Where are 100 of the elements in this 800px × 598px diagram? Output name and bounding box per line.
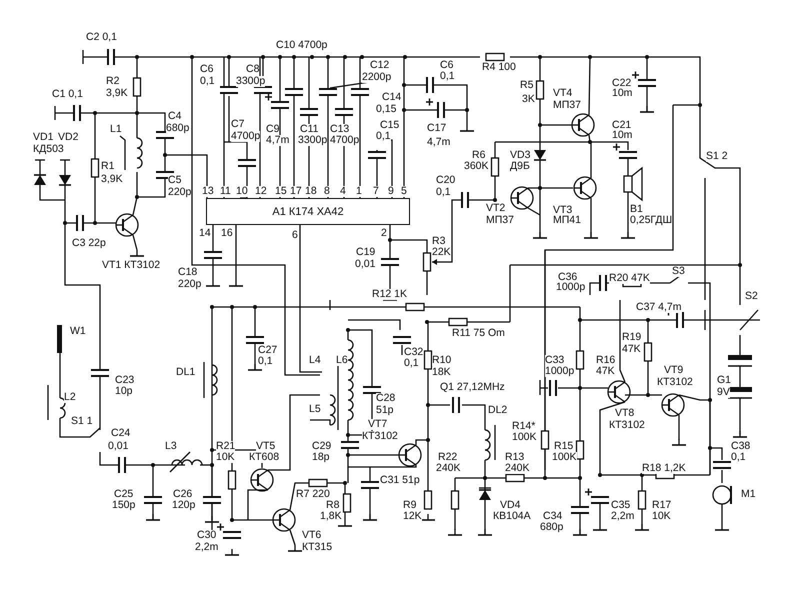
- component-label: R2: [106, 76, 120, 87]
- component-label: R7 220: [296, 489, 330, 500]
- component-label: C27: [258, 345, 278, 356]
- component-label: VD4: [500, 500, 520, 511]
- component-label: 9V: [717, 387, 730, 398]
- pin-number: 10: [236, 186, 248, 197]
- component-label: R15: [554, 441, 574, 452]
- component-label: R17: [652, 500, 672, 511]
- component-label: C36: [558, 272, 578, 283]
- component-label: C35: [611, 500, 630, 511]
- component-label: 10K: [652, 511, 671, 522]
- component-label: 3,9K: [106, 88, 128, 99]
- component-label: C8: [246, 64, 260, 75]
- component-label: VT7: [368, 419, 388, 430]
- component-label: 22K: [432, 247, 451, 258]
- component-label: VT8: [615, 408, 634, 419]
- pin-number: 14: [199, 228, 211, 239]
- component-label: C5: [168, 175, 182, 186]
- component-label: L3: [165, 441, 177, 452]
- component-label: 2200p: [362, 72, 392, 83]
- component-label: C19: [356, 247, 376, 258]
- component-label: C4: [168, 111, 182, 122]
- component-label: 2,2m: [195, 542, 218, 553]
- component-label: C10 4700p: [276, 40, 328, 51]
- component-label: 10m: [612, 130, 632, 141]
- component-label: R8: [326, 500, 340, 511]
- component-label: L2: [64, 392, 76, 403]
- component-label: 12K: [403, 511, 422, 522]
- component-label: 2,2m: [611, 511, 634, 522]
- component-label: R11 75 Om: [452, 328, 505, 339]
- pin-number: 13: [202, 186, 214, 197]
- component-label: L4: [309, 355, 321, 366]
- pin-number: 15: [275, 186, 287, 197]
- component-label: S1 2: [706, 151, 728, 162]
- component-label: C26: [173, 489, 192, 500]
- component-label: M1: [741, 489, 756, 500]
- component-label: R12 1K: [372, 289, 408, 300]
- component-label: 3300p: [236, 76, 266, 87]
- integrated-circuit-box: A1 К174 ХА42: [206, 198, 410, 225]
- component-label: КТ3102: [362, 431, 398, 442]
- component-label: C9: [266, 124, 280, 135]
- component-label: C14: [382, 92, 402, 103]
- component-label: R6: [472, 150, 486, 161]
- component-label: 47K: [596, 366, 615, 377]
- component-label: VT9: [664, 365, 684, 376]
- component-label: C23: [115, 375, 134, 386]
- component-label: 100K: [552, 452, 577, 463]
- component-label: C33: [545, 355, 564, 366]
- component-label: 0,15: [376, 104, 396, 115]
- component-label: 10m: [612, 88, 632, 99]
- component-label: 18K: [432, 367, 451, 378]
- component-label: R22: [438, 452, 458, 463]
- component-label: 47K: [622, 344, 641, 355]
- component-label: 680p: [540, 522, 564, 533]
- component-label: L5: [309, 404, 321, 415]
- component-label: 0,1: [376, 131, 391, 142]
- component-label: S2: [745, 291, 758, 302]
- component-label: 3,9K: [101, 174, 123, 185]
- component-label: VT6: [302, 530, 322, 541]
- component-label: C24: [111, 428, 130, 439]
- component-label: VT1 КТ3102: [102, 260, 160, 271]
- component-label: МП37: [553, 100, 581, 111]
- pin-number: 11: [220, 186, 231, 197]
- component-label: КТ3102: [657, 377, 693, 388]
- component-label: C6: [440, 60, 454, 71]
- component-label: 120p: [172, 500, 196, 511]
- component-label: R20 47K: [609, 273, 650, 284]
- component-label: 10p: [115, 386, 133, 397]
- component-label: 240K: [505, 463, 530, 474]
- component-label: C15: [380, 120, 400, 131]
- component-label: 1,8K: [320, 511, 342, 522]
- component-label: C29: [312, 441, 332, 452]
- component-label: 18p: [312, 452, 330, 463]
- component-label: VD2: [58, 132, 78, 143]
- component-label: 4700p: [330, 135, 360, 146]
- component-label: C12: [370, 60, 390, 71]
- pin-number: 8: [324, 186, 330, 197]
- component-label: 0,1: [258, 356, 273, 367]
- component-label: R3: [432, 236, 446, 247]
- component-label: 1000p: [545, 366, 574, 377]
- component-label: R1: [101, 161, 114, 172]
- component-label: 0,1: [404, 358, 419, 369]
- pin-number: 5: [401, 186, 407, 197]
- pin-number: 12: [255, 186, 267, 197]
- component-label: 51p: [376, 405, 394, 416]
- component-label: Д9Б: [510, 161, 530, 172]
- component-label: L1: [110, 124, 122, 135]
- component-label: C38: [731, 441, 750, 452]
- component-label: C20: [436, 175, 456, 186]
- component-label: B1: [630, 204, 643, 215]
- pin-number: 16: [221, 228, 233, 239]
- component-label: R9: [403, 500, 416, 511]
- component-label: МП37: [486, 215, 514, 226]
- pin-number: 18: [305, 186, 317, 197]
- component-label: C25: [114, 489, 134, 500]
- pin-number: 6: [292, 230, 298, 241]
- component-label: C34: [543, 511, 562, 522]
- component-label: C1 0,1: [52, 89, 83, 100]
- component-label: L6: [336, 355, 348, 366]
- component-label: R10: [432, 355, 452, 366]
